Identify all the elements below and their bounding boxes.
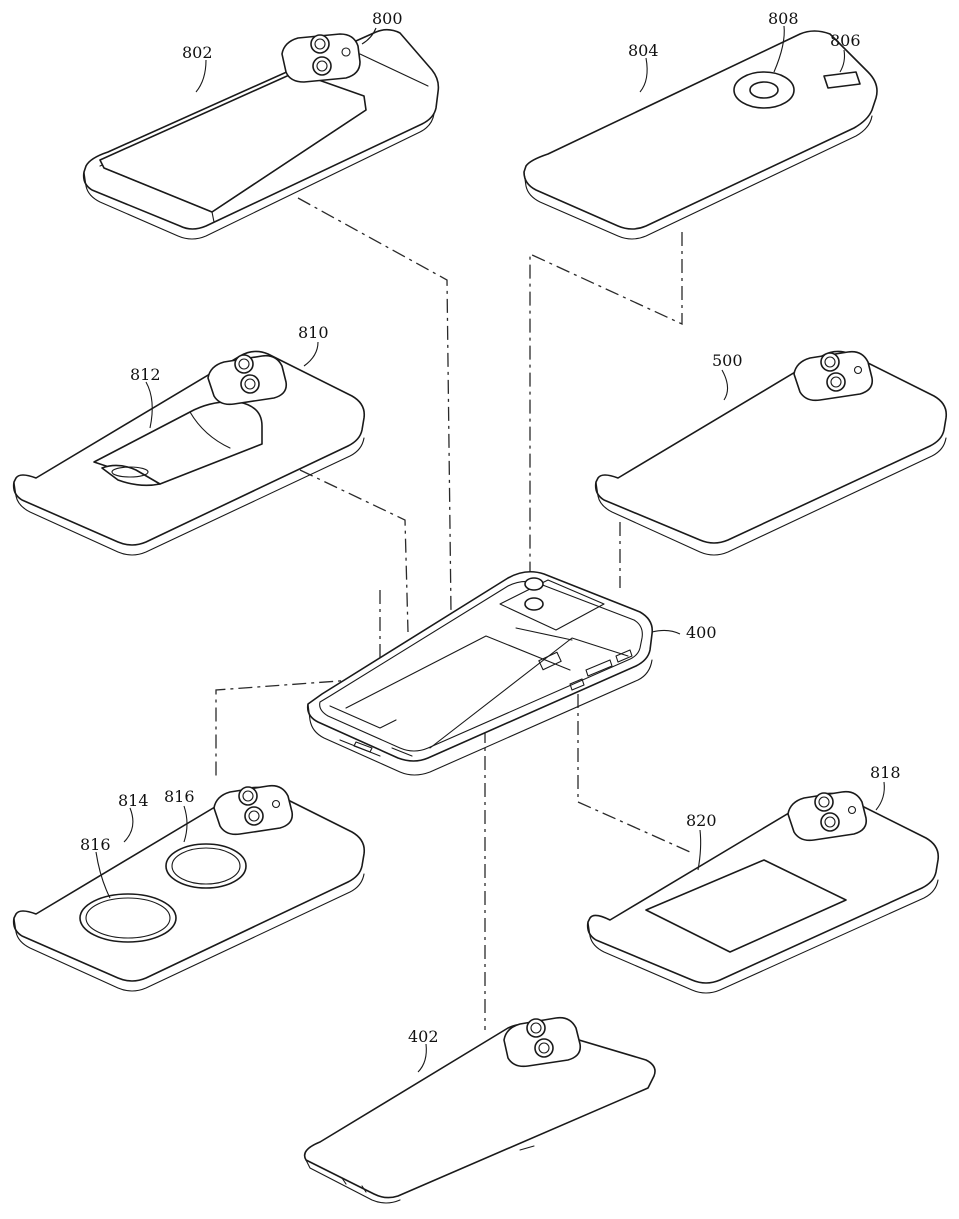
label-820: 820 [686,811,717,830]
cover-810 [12,350,366,556]
cover-804 [523,30,878,240]
leader-lines [95,25,885,1073]
cover-814 [12,784,366,992]
label-808: 808 [768,9,799,28]
label-814: 814 [118,791,149,810]
label-804: 804 [628,41,659,60]
label-816-upper: 816 [164,787,195,806]
label-402: 402 [408,1027,439,1046]
label-812: 812 [130,365,161,384]
reference-labels: 800 802 804 808 806 810 812 500 400 814 … [80,9,901,1046]
label-818: 818 [870,763,901,782]
label-400: 400 [686,623,717,642]
label-806: 806 [830,31,861,50]
cover-800 [82,28,440,240]
label-816-lower: 816 [80,835,111,854]
cover-500 [594,350,948,556]
label-500: 500 [712,351,743,370]
cover-818 [586,790,940,994]
label-802: 802 [182,43,213,62]
device-400 [306,570,654,776]
label-810: 810 [298,323,329,342]
label-800: 800 [372,9,403,28]
back-panel-402 [303,1016,656,1204]
